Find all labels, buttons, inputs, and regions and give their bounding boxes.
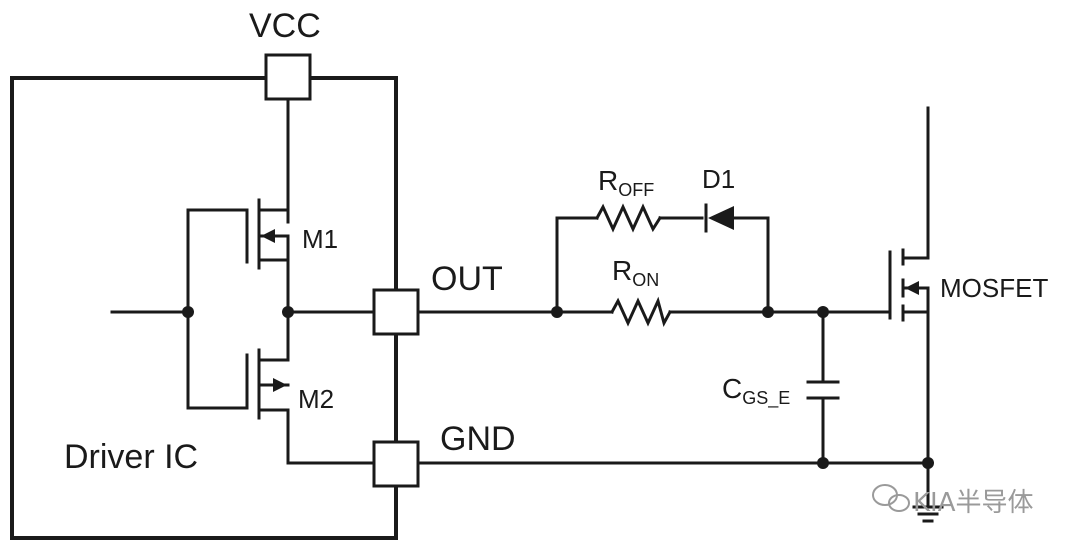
d1-diode: [704, 203, 734, 233]
gnd-label: GND: [440, 420, 516, 458]
driver-ic-label: Driver IC: [64, 438, 198, 476]
watermark-text: KIA半导体: [913, 488, 1034, 518]
gnd-pad: [372, 440, 420, 488]
cgs-capacitor: [806, 380, 840, 400]
external-wiring: [416, 106, 930, 507]
vcc-label: VCC: [249, 7, 321, 45]
d1-label: D1: [702, 164, 735, 194]
m2-transistor: [257, 348, 290, 420]
r-on-resistor: [609, 296, 673, 327]
r-off-label: ROFF: [598, 165, 654, 200]
r-on-label: RON: [612, 255, 659, 290]
m1-label: M1: [302, 224, 338, 254]
mosfet-label: MOSFET: [940, 273, 1048, 303]
junction-dots: [182, 306, 934, 469]
wechat-icon: [872, 484, 910, 512]
out-pad: [372, 288, 420, 336]
m2-label: M2: [298, 384, 334, 414]
internal-wiring: [110, 97, 376, 465]
watermark: KIA半导体: [872, 484, 1034, 518]
m1-transistor: [257, 198, 290, 270]
vcc-pad: [264, 53, 312, 101]
r-off-resistor: [594, 203, 663, 233]
ground-symbol-icon: [912, 505, 944, 523]
mosfet-transistor: [888, 248, 919, 322]
cgs-label: CGS_E: [722, 373, 790, 409]
out-label: OUT: [431, 260, 503, 298]
